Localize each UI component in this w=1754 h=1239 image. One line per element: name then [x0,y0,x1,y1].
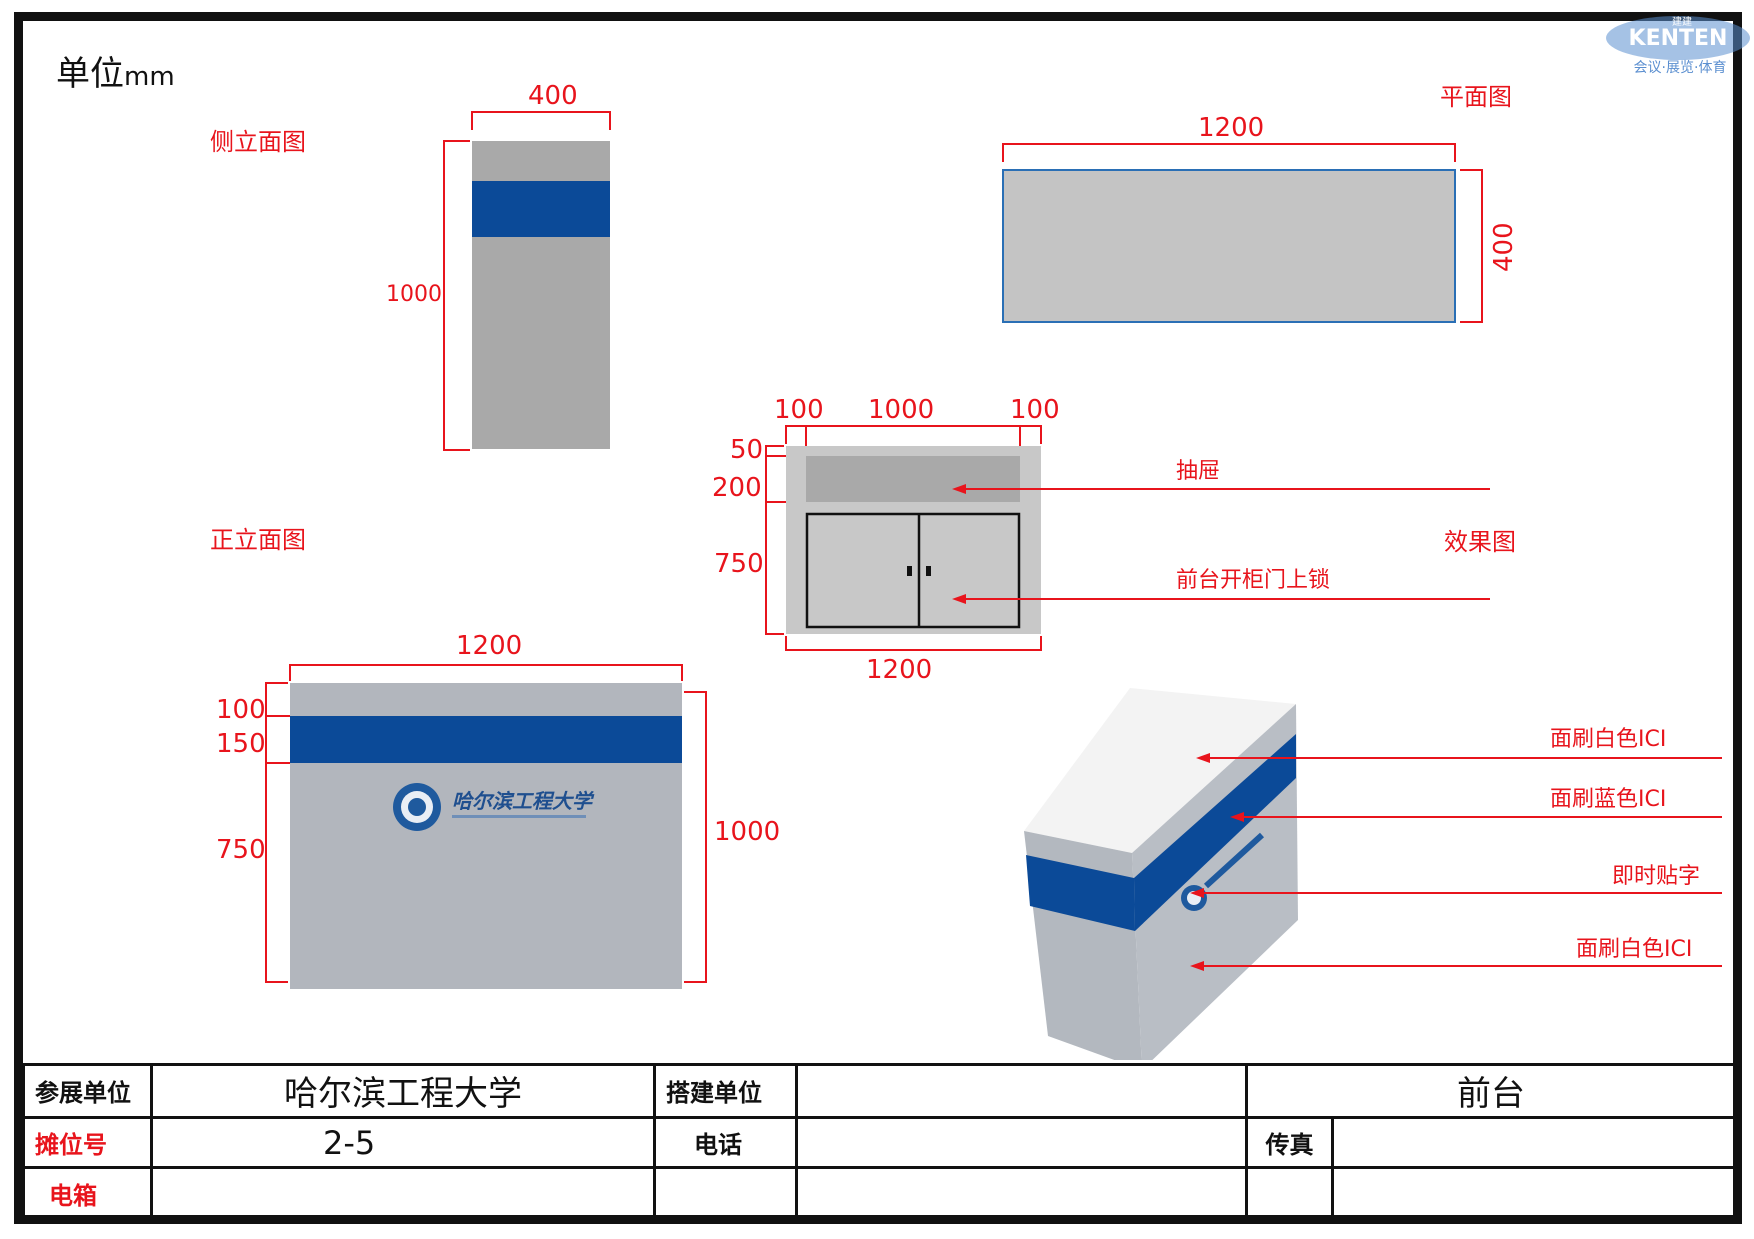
unit-label: 单位mm [56,54,175,94]
white-side-callout: 面刷白色ICI [1576,937,1692,962]
plan-view [1002,143,1483,323]
exhibitor-label: 参展单位 [22,1063,153,1119]
power-label: 电箱 [22,1166,153,1220]
builder-label: 搭建单位 [653,1063,798,1119]
dim-front-lower: 750 [216,835,266,865]
exhibitor-value: 哈尔滨工程大学 [150,1063,656,1119]
front-elevation: 哈尔滨工程大学 [265,664,707,989]
white-top-callout: 面刷白色ICI [1550,727,1666,752]
dim-side-width: 400 [528,81,578,111]
booth-label: 摊位号 [22,1115,153,1170]
inner-elevation [765,425,1042,651]
sticker-callout: 即时贴字 [1612,864,1700,889]
blue-callout: 面刷蓝色ICI [1550,787,1666,812]
plan-view-title: 平面图 [1440,83,1512,111]
svg-text:KENTEN: KENTEN [1629,26,1728,51]
dim-front-height: 1000 [714,817,780,847]
builder-value [795,1063,1248,1119]
dim-plan-width: 1200 [1198,113,1264,143]
title-block: 参展单位 哈尔滨工程大学 搭建单位 前台 摊位号 2-5 电话 传真 电箱 [22,1063,1737,1220]
dim-inner-right: 100 [1010,395,1060,425]
item-name: 前台 [1245,1063,1737,1119]
dim-inner-cabinet: 750 [714,549,764,579]
svg-text:建建: 建建 [1672,15,1692,28]
phone-label: 电话 [653,1115,798,1170]
front-view-title: 正立面图 [210,526,306,554]
dim-inner-width: 1200 [866,655,932,685]
front-logo-text: 哈尔滨工程大学 [452,789,595,813]
lock-callout: 前台开柜门上锁 [1176,568,1330,593]
dim-inner-left: 100 [774,395,824,425]
phone-value [795,1115,1248,1170]
dim-front-top: 100 [216,695,266,725]
dim-inner-drawer: 200 [712,473,762,503]
dim-inner-mid: 1000 [868,395,934,425]
empty-cell-4 [1331,1166,1737,1220]
svg-text:会议·展览·体育: 会议·展览·体育 [1634,60,1727,76]
dim-plan-depth: 400 [1489,222,1519,272]
effect-view-title: 效果图 [1444,528,1516,556]
fax-label: 传真 [1245,1115,1334,1170]
effect-3d-view [1024,688,1298,1060]
fax-value [1331,1115,1737,1170]
drawer-callout: 抽屉 [1176,459,1220,484]
empty-cell-1 [653,1166,798,1220]
side-elevation [443,111,611,451]
side-view-title: 侧立面图 [210,128,306,156]
booth-value: 2-5 [150,1115,656,1170]
dim-side-height: 1000 [386,282,442,307]
empty-cell-2 [795,1166,1248,1220]
dim-front-band: 150 [216,729,266,759]
empty-cell-3 [1245,1166,1334,1220]
dim-inner-top: 50 [730,435,763,465]
kenten-logo: 建建 KENTEN 会议·展览·体育 [1606,15,1750,76]
drawing-canvas: 侧立面图 400 1000 平面图 1200 400 100 1000 100 … [210,81,1722,1060]
dim-front-width: 1200 [456,631,522,661]
power-value [150,1166,656,1220]
